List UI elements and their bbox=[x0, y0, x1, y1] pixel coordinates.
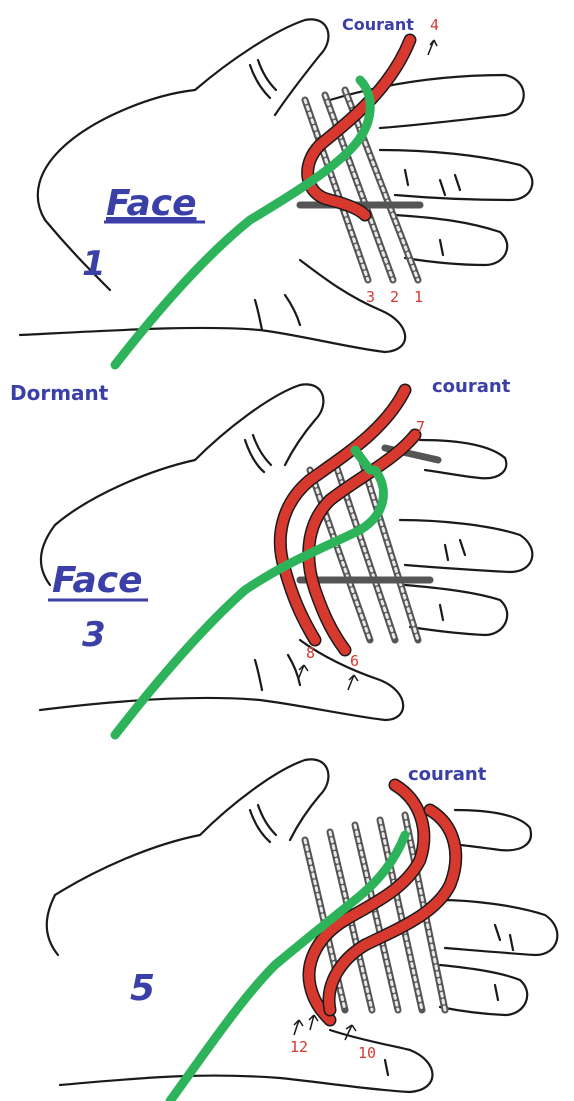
face-title-1: Face bbox=[106, 183, 197, 224]
cords-2 bbox=[115, 390, 438, 735]
arrow-up-icon bbox=[428, 40, 437, 55]
courant-label-1: Courant bbox=[342, 15, 414, 34]
arrow-up-icon bbox=[348, 675, 358, 690]
cord-number-12: 12 bbox=[290, 1038, 308, 1056]
face-title-2: Face bbox=[52, 560, 143, 601]
panel-1: Courant 4 Face 1 3 2 1 bbox=[20, 15, 532, 365]
panel-2: courant 7 Face 3 8 6 bbox=[40, 376, 532, 735]
cord-number-1: 1 bbox=[414, 288, 423, 306]
arrow-up-icon bbox=[294, 1020, 303, 1035]
cords-3 bbox=[170, 785, 456, 1101]
cord-number-3: 3 bbox=[366, 288, 375, 306]
step-number-3: 3 bbox=[82, 615, 106, 655]
hand-1-outline bbox=[20, 19, 532, 352]
cord-number-10: 10 bbox=[358, 1044, 376, 1062]
pass-number-4: 4 bbox=[430, 16, 439, 34]
arrow-up-icon bbox=[298, 665, 308, 680]
cord-number-2: 2 bbox=[390, 288, 399, 306]
dormant-label: Dormant bbox=[10, 381, 109, 405]
courant-label-3: courant bbox=[408, 764, 487, 785]
pass-number-7: 7 bbox=[416, 418, 425, 436]
courant-label-2: courant bbox=[432, 376, 511, 397]
step-number-5: 5 bbox=[130, 968, 155, 1009]
step-number-1: 1 bbox=[82, 244, 106, 284]
arrow-up-icon bbox=[309, 1015, 318, 1030]
panel-3: courant 5 12 10 bbox=[47, 759, 558, 1101]
cord-number-6: 6 bbox=[350, 652, 359, 670]
cord-number-8: 8 bbox=[306, 644, 315, 662]
